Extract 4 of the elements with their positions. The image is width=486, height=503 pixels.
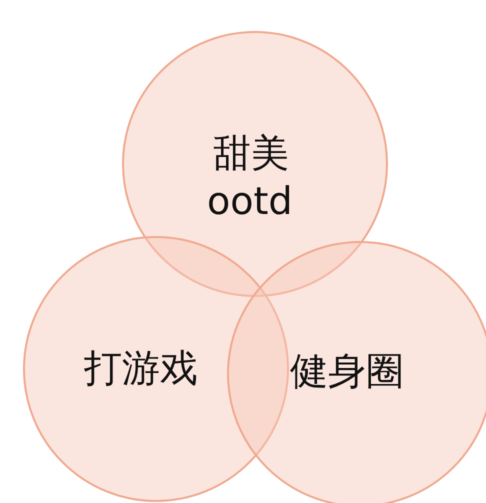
set-label: 健身圈	[290, 348, 404, 394]
set-label: 甜美	[213, 130, 289, 176]
set-label: 打游戏	[84, 345, 198, 391]
set-label: ootd	[207, 178, 293, 224]
